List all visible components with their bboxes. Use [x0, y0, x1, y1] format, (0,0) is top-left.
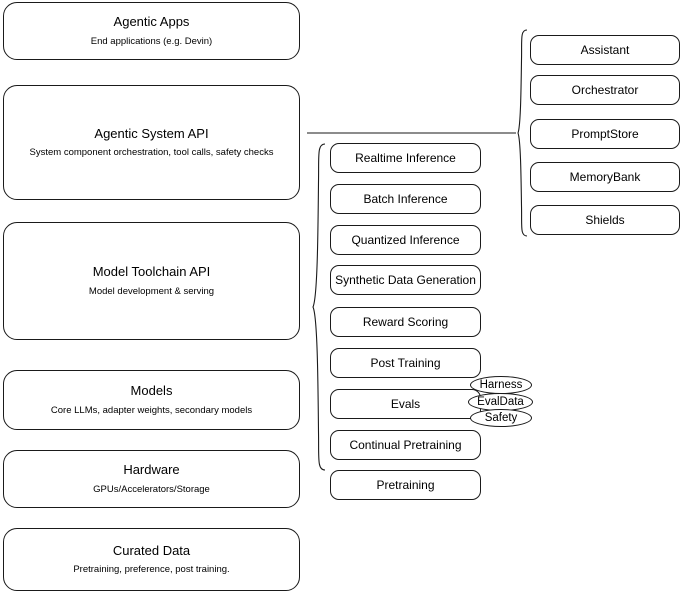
component-label: Batch Inference [363, 191, 448, 206]
component-label: PromptStore [571, 126, 639, 141]
eval-tag-label: EvalData [477, 396, 524, 408]
component-label: Reward Scoring [362, 314, 449, 329]
component-label: Quantized Inference [351, 232, 460, 247]
eval-tag-label: Safety [484, 412, 518, 424]
layer-title: Curated Data [112, 542, 191, 558]
component-batch-inference[interactable]: Batch Inference [330, 184, 481, 214]
component-memorybank[interactable]: MemoryBank [530, 162, 680, 192]
brace-system-components [517, 29, 528, 237]
layer-subtitle: Model development & serving [88, 285, 215, 297]
component-realtime-inference[interactable]: Realtime Inference [330, 143, 481, 173]
component-label: Synthetic Data Generation [335, 272, 476, 287]
layer-agentic-system-api[interactable]: Agentic System API System component orch… [3, 85, 300, 200]
component-label: Shields [585, 212, 625, 227]
component-label: MemoryBank [569, 169, 641, 184]
layer-subtitle: GPUs/Accelerators/Storage [93, 483, 210, 495]
layer-hardware[interactable]: Hardware GPUs/Accelerators/Storage [3, 450, 300, 508]
component-label: Continual Pretraining [349, 437, 462, 452]
eval-tag-harness[interactable]: Harness [470, 376, 532, 394]
layer-title: Models [130, 383, 173, 399]
component-reward-scoring[interactable]: Reward Scoring [330, 307, 481, 337]
eval-tag-safety[interactable]: Safety [470, 409, 532, 427]
layer-models[interactable]: Models Core LLMs, adapter weights, secon… [3, 370, 300, 430]
component-continual-pretraining[interactable]: Continual Pretraining [330, 430, 481, 460]
layer-subtitle: Pretraining, preference, post training. [73, 564, 230, 576]
component-post-training[interactable]: Post Training [330, 348, 481, 378]
layer-title: Hardware [123, 462, 180, 478]
brace-toolchain-components [312, 143, 326, 471]
layer-title: Model Toolchain API [92, 264, 211, 280]
component-label: Evals [390, 396, 421, 411]
component-synthetic-data-generation[interactable]: Synthetic Data Generation [330, 265, 481, 295]
layer-title: Agentic Apps [113, 14, 190, 30]
component-label: Post Training [370, 355, 441, 370]
component-label: Realtime Inference [355, 150, 456, 165]
layer-subtitle: System component orchestration, tool cal… [29, 147, 274, 159]
layer-subtitle: Core LLMs, adapter weights, secondary mo… [50, 404, 253, 416]
layer-agentic-apps[interactable]: Agentic Apps End applications (e.g. Devi… [3, 2, 300, 60]
component-promptstore[interactable]: PromptStore [530, 119, 680, 149]
component-quantized-inference[interactable]: Quantized Inference [330, 225, 481, 255]
component-pretraining[interactable]: Pretraining [330, 470, 481, 500]
component-orchestrator[interactable]: Orchestrator [530, 75, 680, 105]
component-assistant[interactable]: Assistant [530, 35, 680, 65]
component-label: Assistant [580, 42, 630, 57]
layer-title: Agentic System API [94, 125, 209, 141]
layer-curated-data[interactable]: Curated Data Pretraining, preference, po… [3, 528, 300, 591]
component-label: Orchestrator [571, 82, 639, 97]
eval-tag-label: Harness [479, 379, 523, 391]
component-label: Pretraining [376, 477, 435, 492]
component-shields[interactable]: Shields [530, 205, 680, 235]
layer-subtitle: End applications (e.g. Devin) [90, 35, 213, 47]
layer-model-toolchain-api[interactable]: Model Toolchain API Model development & … [3, 222, 300, 340]
component-evals[interactable]: Evals [330, 389, 481, 419]
